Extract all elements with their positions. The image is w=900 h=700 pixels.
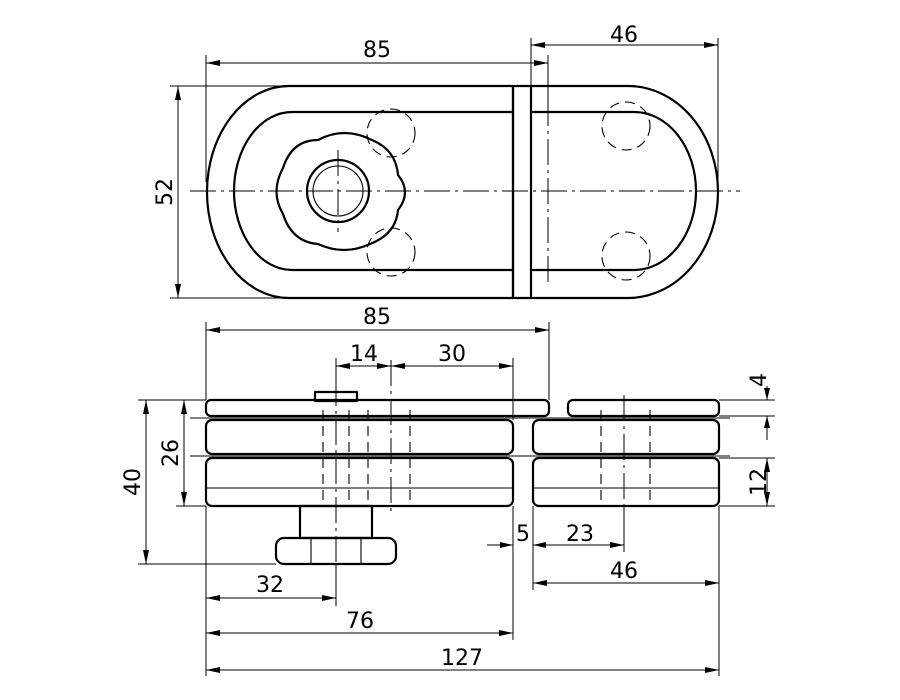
glass-pane-right <box>531 418 721 456</box>
hidden-hole <box>366 108 416 158</box>
hidden-hole <box>601 101 651 151</box>
arrowhead <box>322 595 336 601</box>
arrowhead <box>533 580 547 586</box>
arrowhead <box>764 492 770 506</box>
top-plate-left <box>204 398 551 418</box>
dimension-total-length: 127 <box>441 646 483 671</box>
dimension-top-right-width: 46 <box>610 23 638 48</box>
arrowhead <box>175 86 181 100</box>
side-view <box>190 360 730 575</box>
dimension-bolt-offset: 14 <box>350 342 378 367</box>
top-view <box>190 84 740 300</box>
star-knob <box>275 131 407 252</box>
arrowhead <box>143 550 149 564</box>
arrowhead <box>377 363 391 369</box>
hidden-hole <box>601 231 651 281</box>
arrowhead <box>143 400 149 414</box>
arrowhead <box>764 458 770 472</box>
arrowhead <box>499 630 513 636</box>
separator-strip <box>511 84 533 300</box>
dimension-side-width: 85 <box>363 305 391 330</box>
arrowhead <box>175 284 181 298</box>
dimension-plate-thickness: 4 <box>747 373 772 387</box>
dimension-top-width: 85 <box>363 38 391 63</box>
top-view-dimensions: 85 46 52 <box>153 23 719 299</box>
dimension-left-length: 76 <box>346 609 374 634</box>
arrowhead <box>206 60 220 66</box>
glass-pane-left <box>204 418 515 456</box>
dimension-knob-offset: 32 <box>256 573 284 598</box>
arrowhead <box>499 363 513 369</box>
arrowhead <box>535 327 549 333</box>
dimension-overall-height: 40 <box>121 468 146 496</box>
top-right-plate-inner <box>531 110 698 272</box>
top-right-plate-outline <box>531 84 720 300</box>
arrowhead <box>531 42 545 48</box>
arrowhead <box>181 400 187 414</box>
dimension-lower-plate: 12 <box>747 468 772 496</box>
arrowhead <box>206 630 220 636</box>
arrowhead <box>181 492 187 506</box>
arrowhead <box>206 327 220 333</box>
hidden-hole <box>366 227 416 277</box>
dimension-top-height: 52 <box>153 178 178 206</box>
arrowhead <box>704 42 718 48</box>
arrowhead <box>764 416 770 428</box>
arrowhead <box>206 667 220 673</box>
arrowhead <box>391 363 405 369</box>
arrowhead <box>705 667 719 673</box>
dimension-bolt-span: 30 <box>438 342 466 367</box>
top-left-plate-inner <box>232 110 513 272</box>
arrowhead <box>206 595 220 601</box>
arrowhead <box>610 542 624 548</box>
arrowhead <box>705 580 719 586</box>
arrowhead <box>336 363 350 369</box>
dimension-gap: 5 <box>516 522 530 547</box>
side-view-dimensions: 85 14 30 4 12 40 <box>121 305 775 676</box>
top-plate-right <box>566 398 721 418</box>
arrowhead <box>534 60 548 66</box>
lower-plate-right <box>531 456 721 508</box>
arrowhead <box>764 388 770 400</box>
dimension-hole-offset: 23 <box>566 522 594 547</box>
top-left-plate-outline <box>205 84 515 300</box>
dimension-glass-thickness: 26 <box>159 439 184 467</box>
arrowhead <box>500 542 513 548</box>
dimension-right-length: 46 <box>610 559 638 584</box>
lower-plate-left <box>204 456 515 508</box>
